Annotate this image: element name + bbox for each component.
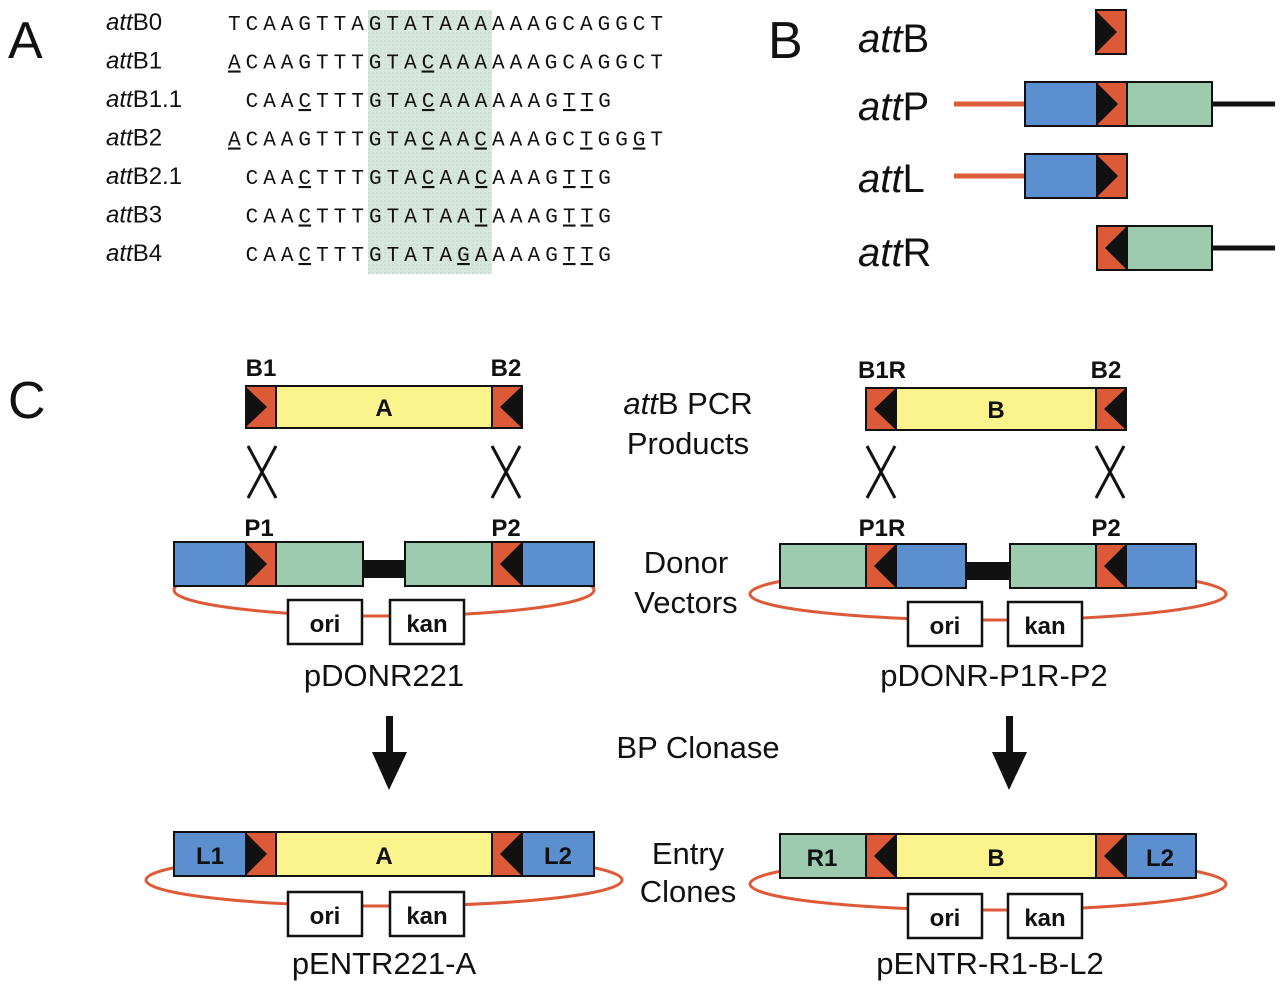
panel-b: B attB attP attL attR	[768, 9, 1275, 275]
site-label-attr: attR	[858, 231, 931, 275]
site-label-attb: attB	[858, 17, 929, 61]
sequence-name-column: attB0 attB1 attB1.1 attB2 attB2.1 attB3 attB4	[106, 9, 182, 267]
sequence-name: attB3	[106, 202, 162, 229]
ccdb-cassette	[966, 562, 1010, 580]
kan-box	[1006, 892, 1084, 940]
site-label-attl: attL	[858, 157, 925, 201]
sequence-name: attB1	[106, 48, 162, 75]
vector-name: pDONR221	[304, 658, 464, 693]
insert-label: A	[375, 395, 392, 422]
sequence-line: TCAAGTTAGTATAAAAAAGCAGGCT	[228, 14, 663, 37]
ori-label: ori	[310, 611, 341, 638]
site-label-b1r: B1R	[858, 357, 906, 384]
reaction-arrow-right	[992, 716, 1027, 790]
site-label-b1: B1	[246, 355, 277, 382]
site-label-l2: L2	[544, 843, 572, 870]
kan-label: kan	[1024, 613, 1065, 640]
cross-left-2	[490, 445, 522, 499]
bp-clonase-label: BP Clonase	[616, 730, 779, 765]
core-region-highlight	[368, 10, 492, 274]
site-label-p1: P1	[244, 515, 273, 542]
donor-vectors-caption-line1: Donor	[644, 545, 728, 580]
entry-clones-caption-line1: Entry	[652, 836, 725, 871]
panel-c: C B1 B2 A B1R B2 B attB PCR Products	[8, 355, 1228, 981]
panel-label-a: A	[8, 12, 43, 70]
kan-box	[388, 598, 466, 646]
site-label-r1: R1	[807, 845, 838, 872]
sequence-name: attB0	[106, 9, 162, 36]
site-label-l1: L1	[196, 843, 224, 870]
ori-box	[906, 892, 984, 940]
site-label-p1r: P1R	[859, 515, 906, 542]
ori-label: ori	[310, 903, 341, 930]
sequence-name: attB1.1	[106, 86, 182, 113]
pcr-products-caption-line2: Products	[627, 426, 749, 461]
site-label-b2: B2	[1091, 357, 1122, 384]
sequence-name: attB4	[106, 240, 162, 267]
ori-label: ori	[930, 905, 961, 932]
site-label-l2: L2	[1146, 845, 1174, 872]
donor-vectors-caption-line2: Vectors	[634, 585, 737, 620]
attr-site	[1096, 225, 1275, 271]
kan-label: kan	[406, 611, 447, 638]
ccdb-cassette	[363, 560, 405, 578]
panel-label-c: C	[8, 372, 46, 430]
kan-label: kan	[406, 903, 447, 930]
pcr-product-right: B1R B2 B	[858, 357, 1127, 431]
insert-label: B	[987, 397, 1004, 424]
panel-label-b: B	[768, 12, 803, 70]
pcr-product-left: B1 B2 A	[245, 355, 523, 429]
ori-box	[286, 890, 364, 938]
donor-vector-left: P1 P2 ori kan pDONR221	[172, 515, 596, 693]
vector-name: pENTR-R1-B-L2	[876, 946, 1103, 981]
entry-clones-caption-line2: Clones	[640, 874, 737, 909]
entry-clone-right: R1 B L2 ori kan pENTR-R1-B-L2	[748, 833, 1228, 981]
attl-site	[954, 153, 1128, 199]
attp-site	[954, 81, 1275, 127]
panel-a: A attB0attB1attB1.1attB2attB2.1attB3attB…	[8, 9, 663, 274]
attb-site	[1095, 9, 1127, 55]
ori-box	[906, 600, 984, 648]
site-label-p2: P2	[491, 515, 520, 542]
cross-right-2	[1094, 445, 1126, 499]
kan-box	[1006, 600, 1084, 648]
site-label-attp: attP	[858, 85, 929, 129]
kan-box	[388, 890, 466, 938]
kan-label: kan	[1024, 905, 1065, 932]
site-label-b2: B2	[491, 355, 522, 382]
cross-right-1	[865, 445, 897, 499]
sequence-name: attB2.1	[106, 163, 182, 190]
cross-left-1	[246, 445, 278, 499]
vector-name: pDONR-P1R-P2	[880, 658, 1107, 693]
vector-name: pENTR221-A	[292, 946, 477, 981]
insert-label: A	[375, 843, 392, 870]
sequence-name: attB2	[106, 125, 162, 152]
recombination-crosses	[246, 445, 1126, 499]
insert-label: B	[987, 845, 1004, 872]
entry-clone-left: L1 A L2 ori kan pENTR221-A	[144, 831, 624, 981]
reaction-arrow-left	[372, 716, 407, 790]
ori-label: ori	[930, 613, 961, 640]
site-label-p2: P2	[1091, 515, 1120, 542]
ori-box	[286, 598, 364, 646]
pcr-products-caption: attB PCR	[623, 386, 752, 421]
donor-vector-right: P1R P2 ori kan pDONR-P1R-P2	[748, 515, 1228, 693]
